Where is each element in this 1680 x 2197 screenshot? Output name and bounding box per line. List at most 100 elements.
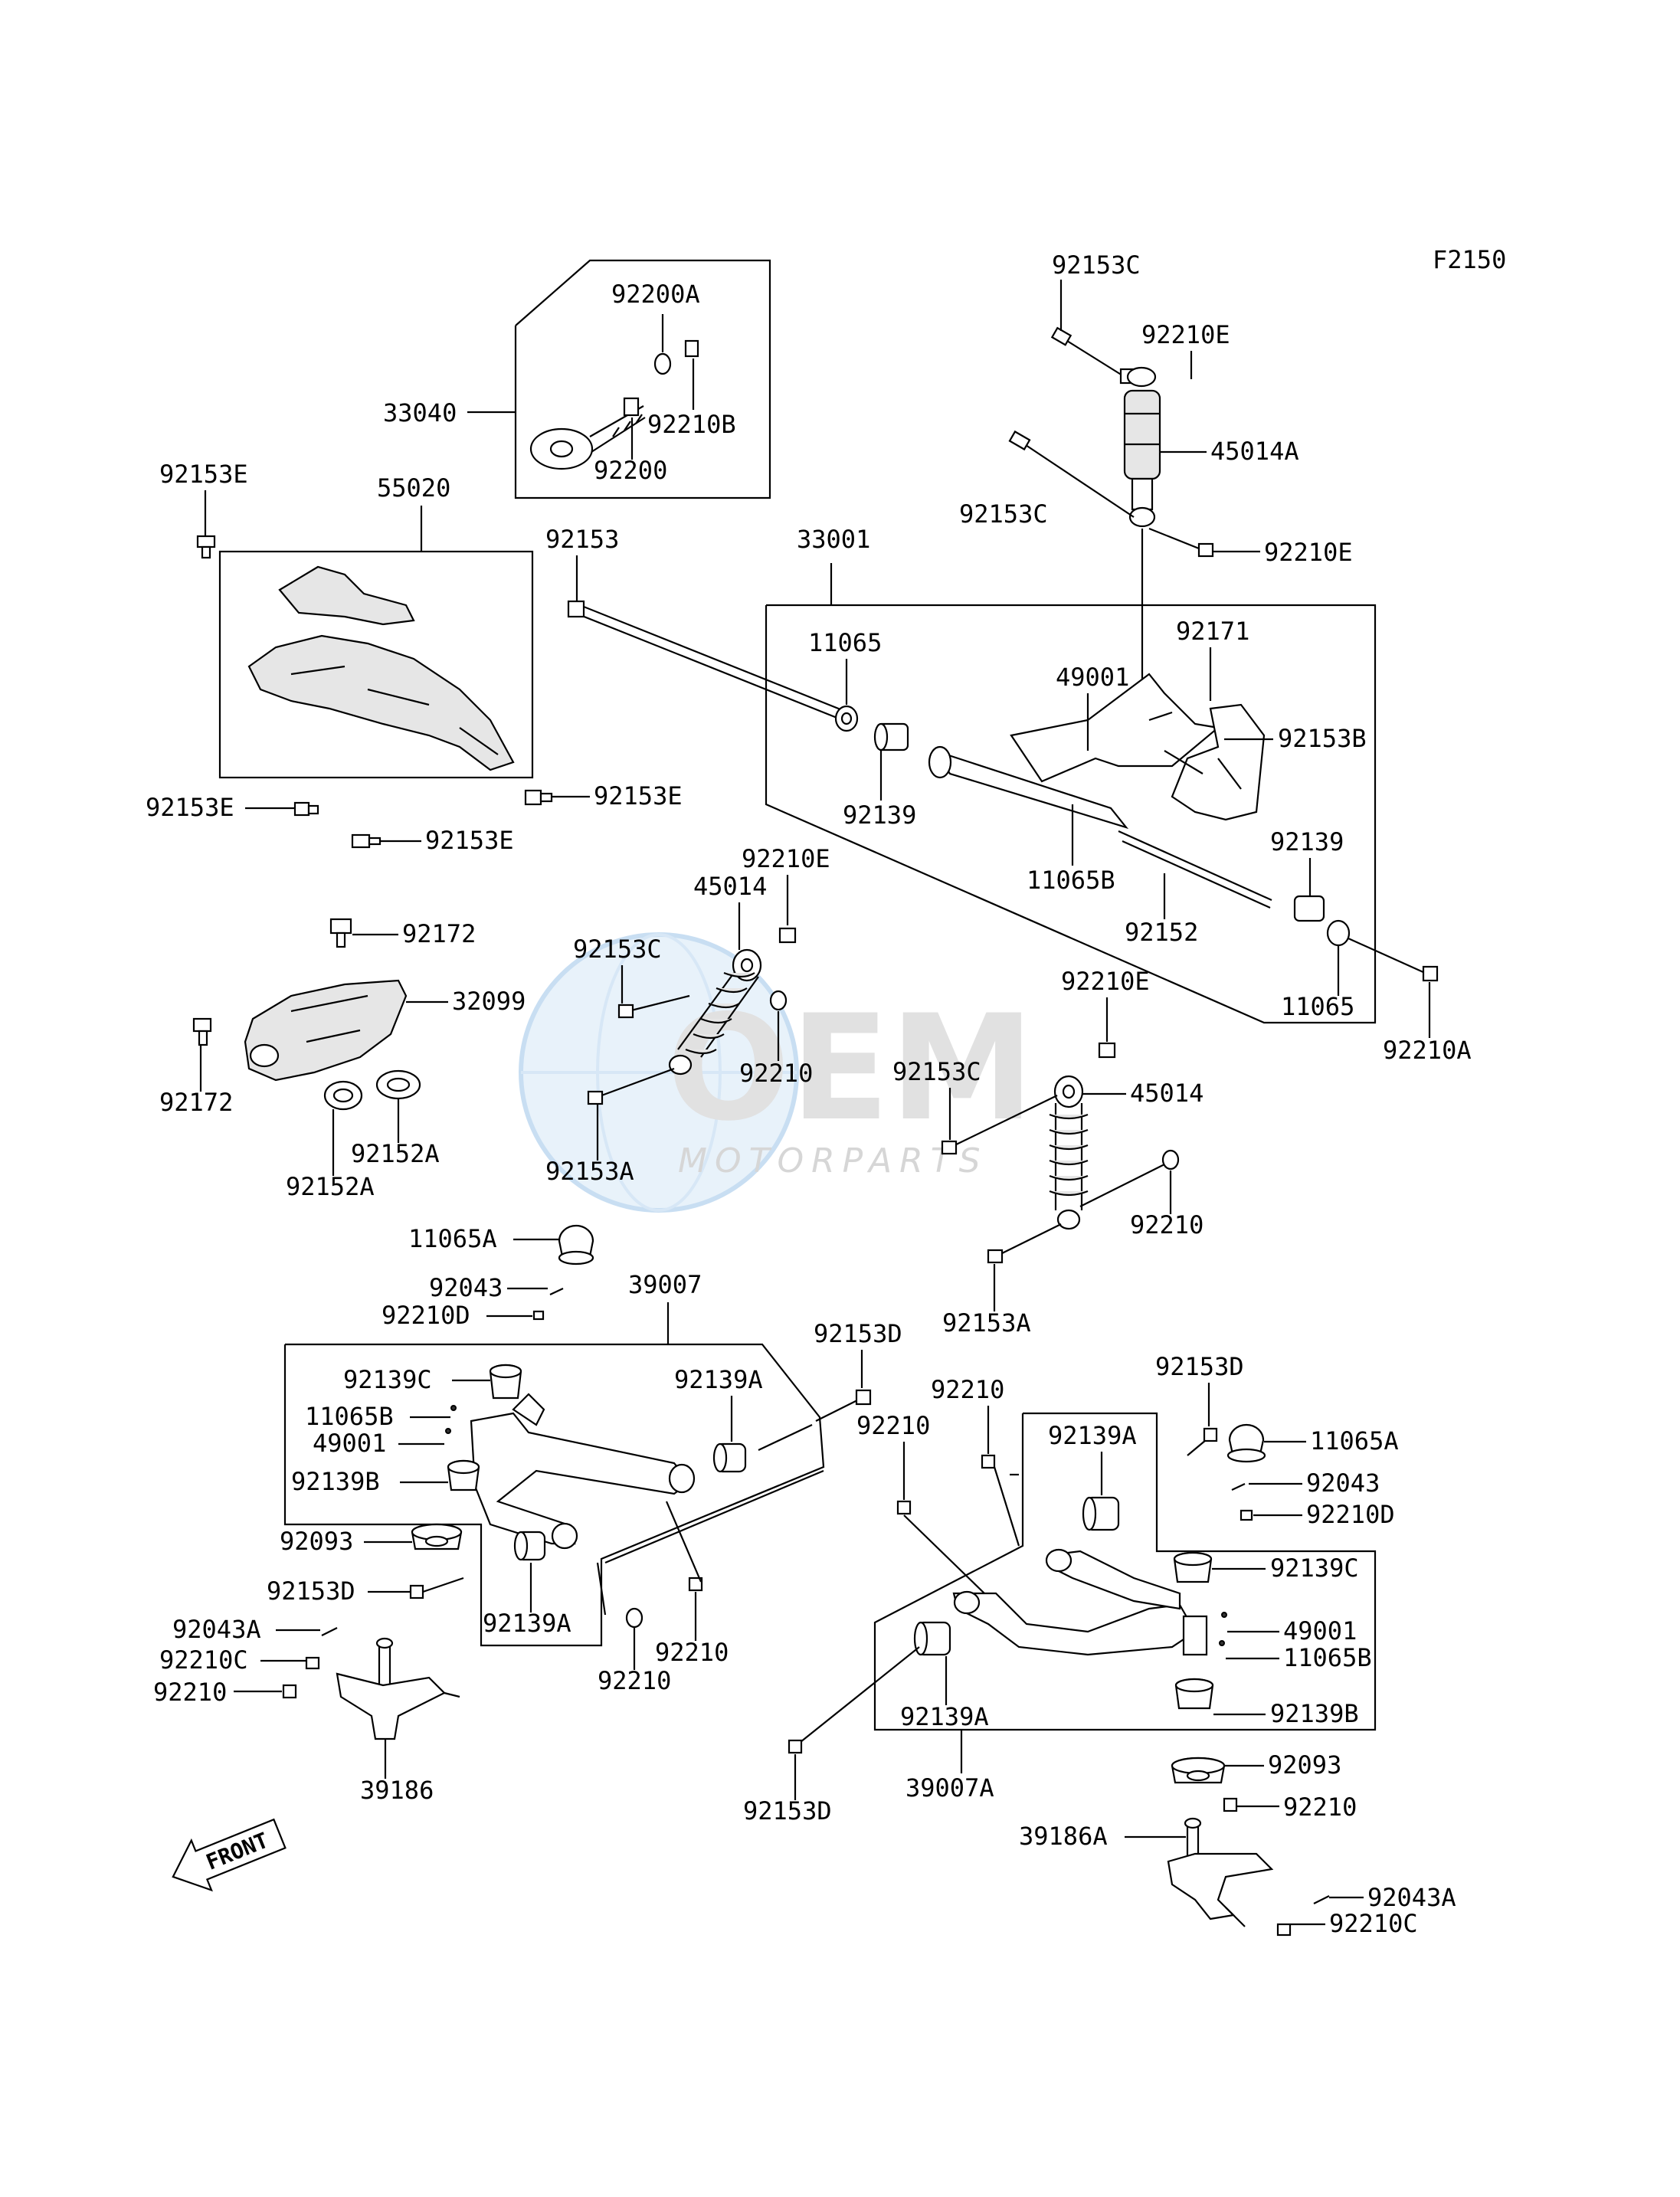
watermark-brand: OEM xyxy=(666,984,1034,1153)
small-parts-upper-left xyxy=(532,1224,594,1321)
bolt-92153E-b-icon xyxy=(293,801,319,817)
label-92153D-a: 92153D xyxy=(814,1319,902,1348)
bolt-92153E-c-icon xyxy=(524,789,553,806)
label-11065A-a: 11065A xyxy=(408,1224,497,1253)
label-92153D-c: 92153D xyxy=(1155,1352,1244,1381)
label-33001: 33001 xyxy=(797,525,870,554)
label-45014A: 45014A xyxy=(1210,437,1299,466)
diagram-code: F2150 xyxy=(1433,245,1506,274)
label-92139B-a: 92139B xyxy=(291,1467,380,1496)
label-49001-b: 49001 xyxy=(313,1429,386,1458)
part-group-55020 xyxy=(218,550,534,779)
shock-absorber-45014-right xyxy=(941,1042,1180,1264)
label-55020: 55020 xyxy=(377,473,450,503)
label-11065B-a: 11065B xyxy=(1027,866,1115,895)
label-92139C-b: 92139C xyxy=(1270,1554,1359,1583)
label-92210-a: 92210 xyxy=(739,1059,813,1088)
small-parts-lower-left xyxy=(282,1523,464,1740)
label-92139-a: 92139 xyxy=(843,801,916,830)
label-92210-e: 92210 xyxy=(655,1638,729,1667)
front-arrow-icon: FRONT xyxy=(172,1818,287,1892)
label-49001-c: 49001 xyxy=(1283,1616,1357,1645)
label-92210C-b: 92210C xyxy=(1329,1909,1418,1938)
label-92139A-d: 92139A xyxy=(900,1702,989,1731)
label-92153: 92153 xyxy=(545,525,619,554)
part-group-39007A xyxy=(788,1412,1377,1773)
label-92152A-b: 92152A xyxy=(286,1172,375,1201)
label-92153A-b: 92153A xyxy=(942,1308,1031,1338)
small-parts-upper-right xyxy=(1226,1423,1266,1521)
label-92210-f: 92210 xyxy=(931,1375,1004,1404)
label-92139C-a: 92139C xyxy=(343,1365,432,1394)
shock-absorber-45014-left xyxy=(587,927,797,1105)
label-92210E-mid: 92210E xyxy=(1264,538,1353,567)
label-92210-c: 92210 xyxy=(153,1678,227,1707)
label-92153C-c: 92153C xyxy=(573,935,662,964)
label-92043-a: 92043 xyxy=(429,1273,503,1302)
label-92153B: 92153B xyxy=(1278,724,1367,753)
watermark-subtitle: MOTORPARTS xyxy=(678,1141,988,1180)
label-92139A-b: 92139A xyxy=(483,1609,571,1638)
label-92153D-b: 92153D xyxy=(267,1577,355,1606)
small-parts-lower-right xyxy=(1167,1757,1330,1937)
label-92171: 92171 xyxy=(1176,617,1249,646)
part-group-33040 xyxy=(467,259,771,499)
bolt-92153E-a-icon xyxy=(196,535,216,559)
label-92153E-c: 92153E xyxy=(594,781,683,810)
label-92153E-b: 92153E xyxy=(146,793,234,822)
label-11065-b: 11065 xyxy=(1281,992,1354,1021)
label-11065A-b: 11065A xyxy=(1310,1426,1399,1455)
label-92172-a: 92172 xyxy=(402,919,476,948)
label-92200: 92200 xyxy=(594,456,667,485)
label-92210E-top: 92210E xyxy=(1141,320,1230,349)
label-45014-b: 45014 xyxy=(1130,1079,1204,1108)
label-92210D-a: 92210D xyxy=(382,1301,470,1330)
label-11065B-b: 11065B xyxy=(305,1402,394,1431)
label-92153A-a: 92153A xyxy=(545,1157,634,1186)
label-92210E-d: 92210E xyxy=(1061,967,1150,996)
label-33040: 33040 xyxy=(383,398,457,427)
label-92153C-mid: 92153C xyxy=(959,499,1048,529)
label-92153E-a: 92153E xyxy=(159,460,248,489)
label-92139B-b: 92139B xyxy=(1270,1699,1359,1728)
label-92043A-b: 92043A xyxy=(1367,1883,1456,1912)
label-92210E-c: 92210E xyxy=(742,844,830,873)
label-92210D-b: 92210D xyxy=(1306,1500,1395,1529)
bolt-92153E-d-icon xyxy=(351,833,382,849)
label-92093-b: 92093 xyxy=(1268,1750,1341,1780)
part-group-33001 xyxy=(567,563,1439,1024)
label-11065B-c: 11065B xyxy=(1283,1643,1372,1672)
label-92152A-a: 92152A xyxy=(351,1139,440,1168)
label-92153C-d: 92153C xyxy=(892,1057,981,1086)
label-39007: 39007 xyxy=(628,1270,702,1299)
label-92210A: 92210A xyxy=(1383,1036,1472,1065)
label-39007A: 39007A xyxy=(905,1773,994,1802)
label-92210-b: 92210 xyxy=(1130,1210,1204,1239)
label-39186: 39186 xyxy=(360,1776,434,1805)
label-92210-g: 92210 xyxy=(856,1411,930,1440)
label-11065-a: 11065 xyxy=(808,628,882,657)
label-92210-h: 92210 xyxy=(1283,1793,1357,1822)
label-49001-a: 49001 xyxy=(1056,663,1129,692)
part-group-39007 xyxy=(283,1302,872,1647)
label-92043A-a: 92043A xyxy=(172,1615,261,1644)
label-92153D-d: 92153D xyxy=(743,1796,832,1825)
label-92210C-a: 92210C xyxy=(159,1645,248,1675)
label-92153E-d: 92153E xyxy=(425,826,514,855)
label-92172-b: 92172 xyxy=(159,1088,233,1117)
label-92043-b: 92043 xyxy=(1306,1468,1380,1498)
label-92139-b: 92139 xyxy=(1270,827,1344,856)
label-92139A-c: 92139A xyxy=(1048,1421,1137,1450)
label-92093-a: 92093 xyxy=(280,1527,353,1556)
label-32099: 32099 xyxy=(452,987,526,1016)
label-92200A: 92200A xyxy=(611,280,700,309)
label-92152: 92152 xyxy=(1125,918,1198,947)
label-92139A-a: 92139A xyxy=(674,1365,763,1394)
label-92210-d: 92210 xyxy=(598,1666,671,1695)
label-92153C-top: 92153C xyxy=(1052,250,1141,280)
part-group-32099 xyxy=(192,918,421,1111)
label-39186A: 39186A xyxy=(1019,1822,1108,1851)
label-45014-a: 45014 xyxy=(693,872,767,901)
shock-absorber-45014A xyxy=(1008,326,1214,743)
